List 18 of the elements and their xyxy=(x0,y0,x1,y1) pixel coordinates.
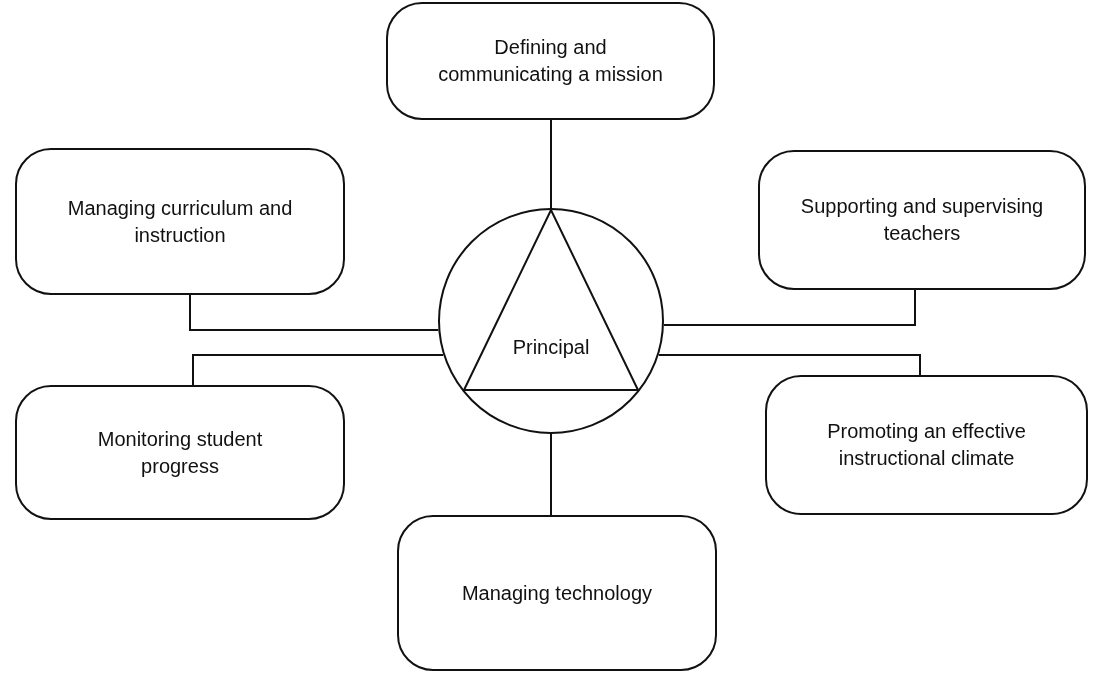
rounded-box xyxy=(397,515,717,671)
connector-line xyxy=(192,354,445,386)
connector-line xyxy=(657,354,921,376)
rounded-box xyxy=(15,148,345,295)
connector-line xyxy=(189,294,440,331)
rounded-box xyxy=(758,150,1086,290)
node-label: Supporting and supervising teachers xyxy=(799,194,1045,246)
node-label: Defining and communicating a mission xyxy=(437,35,664,87)
node-label: Managing curriculum and instruction xyxy=(66,195,294,248)
node-label: Principal xyxy=(511,335,591,360)
node-label: Monitoring student progress xyxy=(96,426,264,479)
connector-line xyxy=(550,433,552,516)
node-label: Managing technology xyxy=(460,580,654,606)
rounded-box xyxy=(386,2,715,120)
node-label: Promoting an effective instructional climate xyxy=(826,419,1027,471)
rounded-box xyxy=(765,375,1088,515)
rounded-box xyxy=(15,385,345,520)
connector-line xyxy=(550,119,552,209)
